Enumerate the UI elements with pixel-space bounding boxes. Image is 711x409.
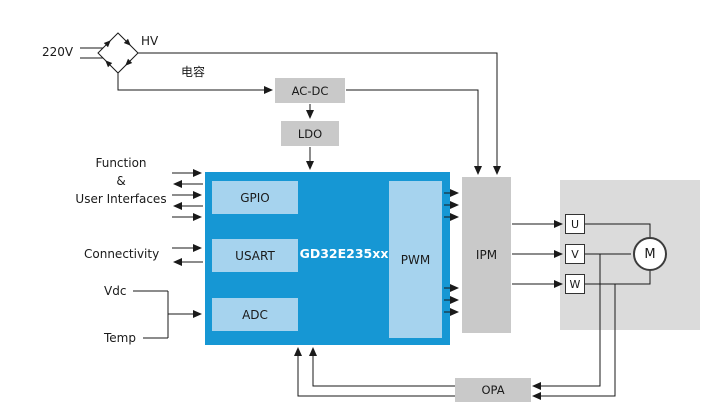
ampersand-label: &	[116, 174, 126, 188]
phase-u-box: U	[565, 214, 585, 234]
adc-block: ADC	[212, 298, 298, 331]
bridge-rectifier-icon	[97, 32, 139, 74]
capacitor-label: 电容	[181, 65, 206, 79]
phase-v-box: V	[565, 244, 585, 264]
mcu-block: GPIO USART ADC PWM GD32E235xx	[205, 172, 450, 345]
acdc-block: AC-DC	[275, 78, 345, 103]
temp-label: Temp	[104, 331, 136, 345]
phase-w-box: W	[565, 274, 585, 294]
user-interfaces-label: User Interfaces	[75, 192, 167, 206]
connectivity-label: Connectivity	[84, 247, 160, 261]
mains-voltage-label: 220V	[42, 45, 74, 59]
usart-block: USART	[212, 239, 298, 272]
ipm-block: IPM	[462, 177, 511, 333]
opa-block: OPA	[455, 378, 531, 402]
hv-label: HV	[141, 34, 159, 48]
ldo-block: LDO	[281, 121, 339, 146]
pwm-block: PWM	[389, 181, 442, 338]
mcu-name-label: GD32E235xx	[299, 246, 389, 261]
vdc-label: Vdc	[104, 284, 127, 298]
gpio-block: GPIO	[212, 181, 298, 214]
function-label: Function	[95, 156, 147, 170]
function-interfaces-label-group: Function & User Interfaces	[66, 154, 176, 208]
motor-symbol: M	[633, 237, 667, 271]
